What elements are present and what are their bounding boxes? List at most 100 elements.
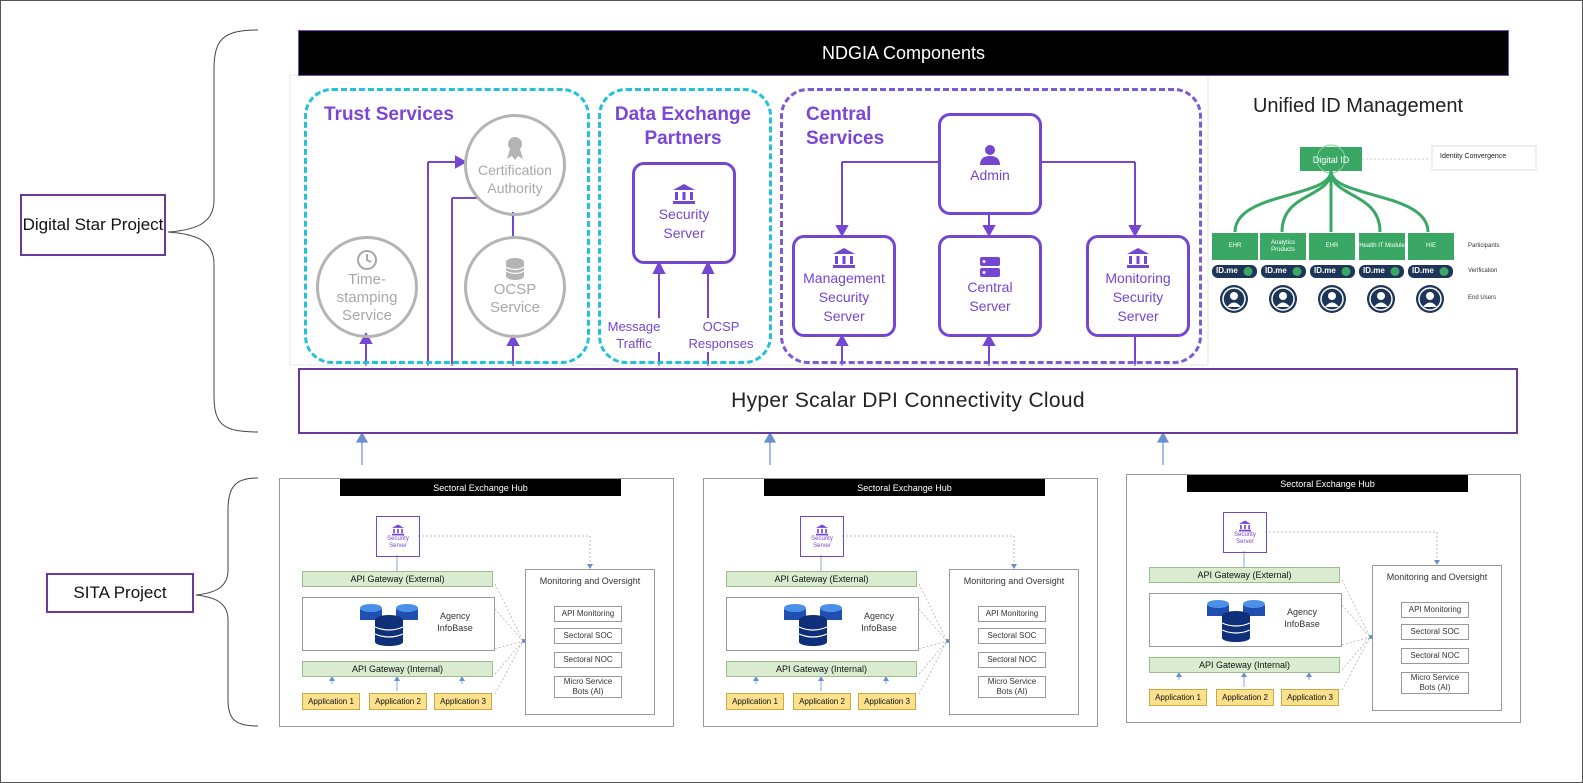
unified-id-management-title: Unified ID Management <box>1252 94 1464 117</box>
monitoring-oversight-title: Monitoring and Oversight <box>1386 572 1488 582</box>
api-gateway-internal: API Gateway (Internal) <box>1149 657 1340 673</box>
idme-badge-3: ID.me <box>1314 266 1336 275</box>
ocsp-service-label: OCSP Service <box>489 281 541 316</box>
monitoring-oversight-title: Monitoring and Oversight <box>539 576 641 586</box>
hub-title: Sectoral Exchange Hub <box>764 479 1045 496</box>
central-connectors <box>835 161 1142 366</box>
hub-security-server-label: Security Server <box>387 535 409 549</box>
row-verification-label: Verification <box>1468 268 1498 274</box>
monitoring-security-server-node: Monitoring Security Server <box>1086 235 1190 337</box>
hub-connectors <box>1176 531 1440 691</box>
participant-analytics-products: Analytics Products <box>1270 239 1295 253</box>
central-services-group <box>780 88 1202 364</box>
hub-uplink-arrows <box>355 431 1170 465</box>
sectoral-exchange-hub-2: Sectoral Exchange Hub Security Server AP… <box>703 478 1098 727</box>
sectoral-noc-item: Sectoral NOC <box>554 652 622 668</box>
central-server-node: Central Server <box>938 235 1042 337</box>
hub-security-server-label: Security Server <box>1234 531 1256 545</box>
management-security-server-label: Management Security Server <box>803 269 885 324</box>
sectoral-soc-item: Sectoral SOC <box>978 628 1046 644</box>
clock-icon <box>357 250 377 270</box>
participant-hie: HIE <box>1425 243 1436 249</box>
api-gateway-internal: API Gateway (Internal) <box>726 661 917 677</box>
data-exchange-partners-title: Data Exchange Partners <box>614 104 752 149</box>
central-services-title: Central Services <box>806 104 885 149</box>
admin-label: Admin <box>970 166 1010 183</box>
hub-security-server: Security Server <box>800 516 844 557</box>
digital-id-label: Digital ID <box>1312 155 1350 165</box>
application-2: Application 2 <box>369 693 427 710</box>
dxp-security-server-label: Security Server <box>658 206 710 241</box>
sectoral-noc-item: Sectoral NOC <box>978 652 1046 668</box>
application-1: Application 1 <box>1149 689 1207 706</box>
certification-authority-node: Certification Authority <box>464 114 566 216</box>
database-icon <box>505 258 525 280</box>
micro-service-bots-item: Micro Service Bots (AI) <box>554 676 622 698</box>
application-3: Application 3 <box>1281 689 1339 706</box>
agency-infobase-label: Agency InfoBase <box>1284 607 1320 629</box>
certificate-icon <box>507 137 523 160</box>
hub-connectors <box>329 535 593 695</box>
idme-badge-4: ID.me <box>1363 266 1385 275</box>
api-gateway-external: API Gateway (External) <box>302 571 493 587</box>
bank-icon <box>1127 247 1149 268</box>
server-icon <box>980 257 1000 277</box>
sita-brace <box>195 477 259 727</box>
participant-ehr-2: EHR <box>1325 243 1339 249</box>
hub-security-server: Security Server <box>1223 512 1267 553</box>
sita-project-label: SITA Project <box>46 573 194 613</box>
hub-title: Sectoral Exchange Hub <box>1187 475 1468 492</box>
application-2: Application 2 <box>793 693 851 710</box>
database-stack-icon <box>360 604 418 646</box>
participant-ehr-1: EHR <box>1228 243 1242 249</box>
database-stack-icon <box>784 604 842 646</box>
trust-services-group <box>304 88 590 364</box>
application-3: Application 3 <box>858 693 916 710</box>
hub-security-server-label: Security Server <box>811 535 833 549</box>
dxp-security-server: Security Server <box>632 162 736 264</box>
row-participants-label: Participants <box>1468 243 1500 249</box>
application-1: Application 1 <box>302 693 360 710</box>
monitoring-oversight-title: Monitoring and Oversight <box>963 576 1065 586</box>
micro-service-bots-item: Micro Service Bots (AI) <box>978 676 1046 698</box>
application-2: Application 2 <box>1216 689 1274 706</box>
api-monitoring-item: API Monitoring <box>978 606 1046 622</box>
monitoring-oversight-box: Monitoring and Oversight API Monitoring … <box>1372 565 1502 711</box>
api-gateway-external: API Gateway (External) <box>726 571 917 587</box>
bank-icon <box>1239 520 1251 531</box>
unified-id-diagram <box>1212 144 1537 313</box>
idme-badge-1: ID.me <box>1216 266 1238 275</box>
application-1: Application 1 <box>726 693 784 710</box>
identity-convergence-label: Identity Convergence <box>1440 153 1507 160</box>
api-monitoring-item: API Monitoring <box>554 606 622 622</box>
sectoral-soc-item: Sectoral SOC <box>554 628 622 644</box>
monitoring-security-server-label: Monitoring Security Server <box>1105 269 1171 324</box>
hub-connectors <box>753 535 1017 695</box>
user-icon <box>980 144 1000 165</box>
hub-title: Sectoral Exchange Hub <box>340 479 621 496</box>
end-user-icons <box>1220 285 1444 313</box>
digital-star-brace <box>167 29 259 433</box>
message-traffic-label: Message Traffic <box>607 319 661 351</box>
monitoring-oversight-box: Monitoring and Oversight API Monitoring … <box>525 569 655 715</box>
ocsp-responses-label: OCSP Responses <box>688 319 754 351</box>
data-exchange-partners-group <box>598 88 772 364</box>
trust-services-title: Trust Services <box>324 104 454 125</box>
bank-icon <box>816 524 828 535</box>
admin-node: Admin <box>938 113 1042 215</box>
micro-service-bots-item: Micro Service Bots (AI) <box>1401 672 1469 694</box>
application-3: Application 3 <box>434 693 492 710</box>
idme-badge-2: ID.me <box>1265 266 1287 275</box>
certification-authority-label: Certification Authority <box>478 162 552 196</box>
monitoring-oversight-box: Monitoring and Oversight API Monitoring … <box>949 569 1079 715</box>
hyper-scalar-cloud: Hyper Scalar DPI Connectivity Cloud <box>298 368 1518 434</box>
agency-infobase-label: Agency InfoBase <box>861 611 897 633</box>
api-gateway-internal: API Gateway (Internal) <box>302 661 493 677</box>
sectoral-noc-item: Sectoral NOC <box>1401 648 1469 664</box>
agency-infobase-box: Agency InfoBase <box>726 597 919 651</box>
api-gateway-external: API Gateway (External) <box>1149 567 1340 583</box>
bank-icon <box>833 247 855 268</box>
sectoral-exchange-hub-1: Sectoral Exchange Hub Security Server AP… <box>279 478 674 727</box>
sectoral-soc-item: Sectoral SOC <box>1401 624 1469 640</box>
dxp-connectors <box>652 260 715 366</box>
